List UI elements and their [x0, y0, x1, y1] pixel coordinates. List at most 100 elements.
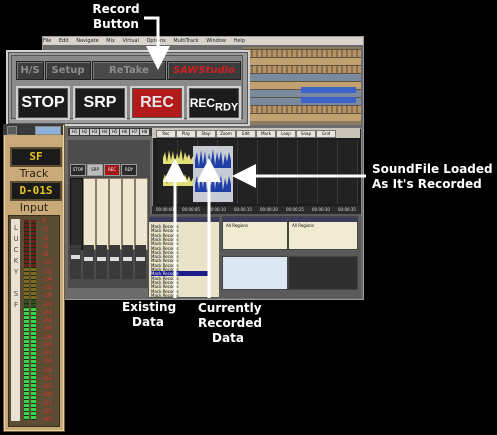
channel-name-letter: C — [13, 246, 19, 254]
track-lane[interactable] — [243, 113, 361, 121]
lane-button[interactable]: H4 — [100, 129, 109, 135]
audio-clip[interactable] — [301, 87, 356, 93]
audio-clip[interactable] — [301, 97, 356, 103]
lane-button[interactable]: H8 — [140, 129, 149, 135]
editor-tool-button[interactable]: Loop — [276, 130, 296, 138]
channel-fader[interactable] — [122, 245, 133, 279]
editor-tool-button[interactable]: Play — [176, 130, 196, 138]
lane-button[interactable]: H2 — [80, 129, 89, 135]
stop-button[interactable]: STOP — [16, 86, 70, 120]
info-box[interactable] — [222, 256, 288, 290]
menu-bar: File Edit Navigate Mix Virtual Options M… — [43, 37, 363, 45]
meter-segment — [24, 280, 29, 283]
editor-tool-button[interactable]: Grid — [316, 130, 336, 138]
lane-button[interactable]: H5 — [110, 129, 119, 135]
region-row[interactable]: Mack Records — [151, 292, 179, 298]
track-lane[interactable] — [243, 65, 361, 73]
editor-tool-button[interactable]: Stop — [196, 130, 216, 138]
channel-fader[interactable] — [70, 245, 81, 279]
meter-segment — [31, 376, 36, 379]
channel-fader[interactable] — [96, 245, 107, 279]
region-row[interactable]: Mack Records — [151, 271, 209, 277]
editor-toolbar: Rec Play Stop Zoom Edit Mark Loop Snap G… — [152, 128, 360, 138]
meter-segment — [24, 268, 29, 271]
region-row[interactable]: Mack Records — [151, 288, 179, 294]
channel-fader[interactable] — [109, 245, 120, 279]
menu-window[interactable]: Window — [206, 38, 226, 44]
region-list-3[interactable]: All Regions — [288, 216, 358, 250]
region-row[interactable]: Mack Records — [151, 228, 179, 234]
region-list-2[interactable]: All Regions — [222, 216, 288, 250]
lane-button[interactable]: H1 — [70, 129, 79, 135]
panel-menu-button[interactable] — [7, 126, 17, 135]
scale-label: -6 — [42, 242, 48, 250]
mixer-srp-button[interactable]: SRP — [87, 164, 103, 176]
meter-segment — [31, 312, 36, 315]
meter-segment — [24, 236, 29, 239]
region-row[interactable]: Mack Records — [151, 284, 179, 290]
region-row[interactable]: Mack Records — [151, 232, 179, 238]
region-row[interactable]: Mack Records — [151, 267, 179, 272]
region-row[interactable]: Mack Records — [151, 258, 179, 264]
editor-tool-button[interactable]: Edit — [236, 130, 256, 138]
menu-mix[interactable]: Mix — [106, 38, 115, 44]
panel-level-button[interactable] — [35, 126, 61, 135]
editor-tool-button[interactable]: Zoom — [216, 130, 236, 138]
mixer-recrdy-button[interactable]: RDY — [121, 164, 137, 176]
meter-segment — [24, 348, 29, 351]
meter-segment — [24, 220, 29, 223]
meter-segment — [31, 368, 36, 371]
track-display[interactable]: D-01S — [10, 181, 62, 201]
menu-file[interactable]: File — [43, 38, 52, 44]
region-row[interactable]: Mack Records — [151, 275, 179, 281]
sf-display[interactable]: SF — [10, 147, 62, 167]
region-row[interactable]: Mack Records — [151, 241, 179, 247]
meter-segment — [31, 404, 36, 407]
channel-fader[interactable] — [83, 245, 94, 279]
region-row[interactable]: Mack Records — [151, 224, 179, 229]
region-row[interactable]: Mack Records — [151, 245, 179, 251]
info-box-dark[interactable] — [288, 256, 358, 290]
mixer-rec-button[interactable]: REC — [104, 164, 120, 176]
menu-navigate[interactable]: Navigate — [76, 38, 99, 44]
lane-button[interactable]: H3 — [90, 129, 99, 135]
region-row[interactable]: Mack Records — [151, 262, 179, 268]
meter-segment — [31, 352, 36, 355]
sawstudio-logo: SAWStudio — [167, 61, 241, 80]
region-row[interactable]: Mack Records — [151, 254, 179, 260]
menu-options[interactable]: Options — [146, 38, 166, 44]
region-row[interactable]: Mack Records — [151, 249, 179, 255]
track-lane[interactable] — [243, 57, 361, 65]
region-row[interactable]: Mack Records — [151, 236, 179, 242]
scale-label: -51 — [42, 399, 52, 407]
editor-tool-button[interactable]: Mark — [256, 130, 276, 138]
record-button[interactable]: REC — [130, 86, 184, 120]
track-lane[interactable] — [243, 49, 361, 57]
track-lane[interactable] — [243, 81, 361, 89]
menu-multitrack[interactable]: MultiTrack — [173, 38, 199, 44]
callout-line: Existing — [122, 300, 177, 314]
meter-segment — [24, 372, 29, 375]
time-ruler[interactable]: 00:00:00 00:00:05 00:00:10 00:00:15 00:0… — [152, 206, 360, 214]
editor-tool-button[interactable]: Snap — [296, 130, 316, 138]
scale-label: -39 — [42, 366, 52, 374]
region-row[interactable]: Mack Records — [151, 279, 179, 285]
track-lane[interactable] — [243, 73, 361, 81]
setup-button[interactable]: Setup — [45, 61, 91, 80]
channel-fader[interactable] — [135, 245, 146, 279]
hs-button[interactable]: H/S — [16, 61, 44, 80]
menu-help[interactable]: Help — [233, 38, 245, 44]
menu-edit[interactable]: Edit — [58, 38, 69, 44]
callout-line: Currently — [198, 301, 262, 315]
scale-label: -12 — [42, 267, 52, 275]
rec-ready-button[interactable]: RECRDY — [187, 86, 241, 120]
track-lane[interactable] — [243, 105, 361, 113]
menu-virtual[interactable]: Virtual — [122, 38, 139, 44]
waveform-area[interactable] — [158, 140, 358, 204]
lane-button[interactable]: H7 — [130, 129, 139, 135]
srp-button[interactable]: SRP — [73, 86, 127, 120]
mixer-stop-button[interactable]: STOP — [70, 164, 86, 176]
editor-tool-button[interactable]: Rec — [156, 130, 176, 138]
lane-button[interactable]: H6 — [120, 129, 129, 135]
meter-segment — [31, 224, 36, 227]
